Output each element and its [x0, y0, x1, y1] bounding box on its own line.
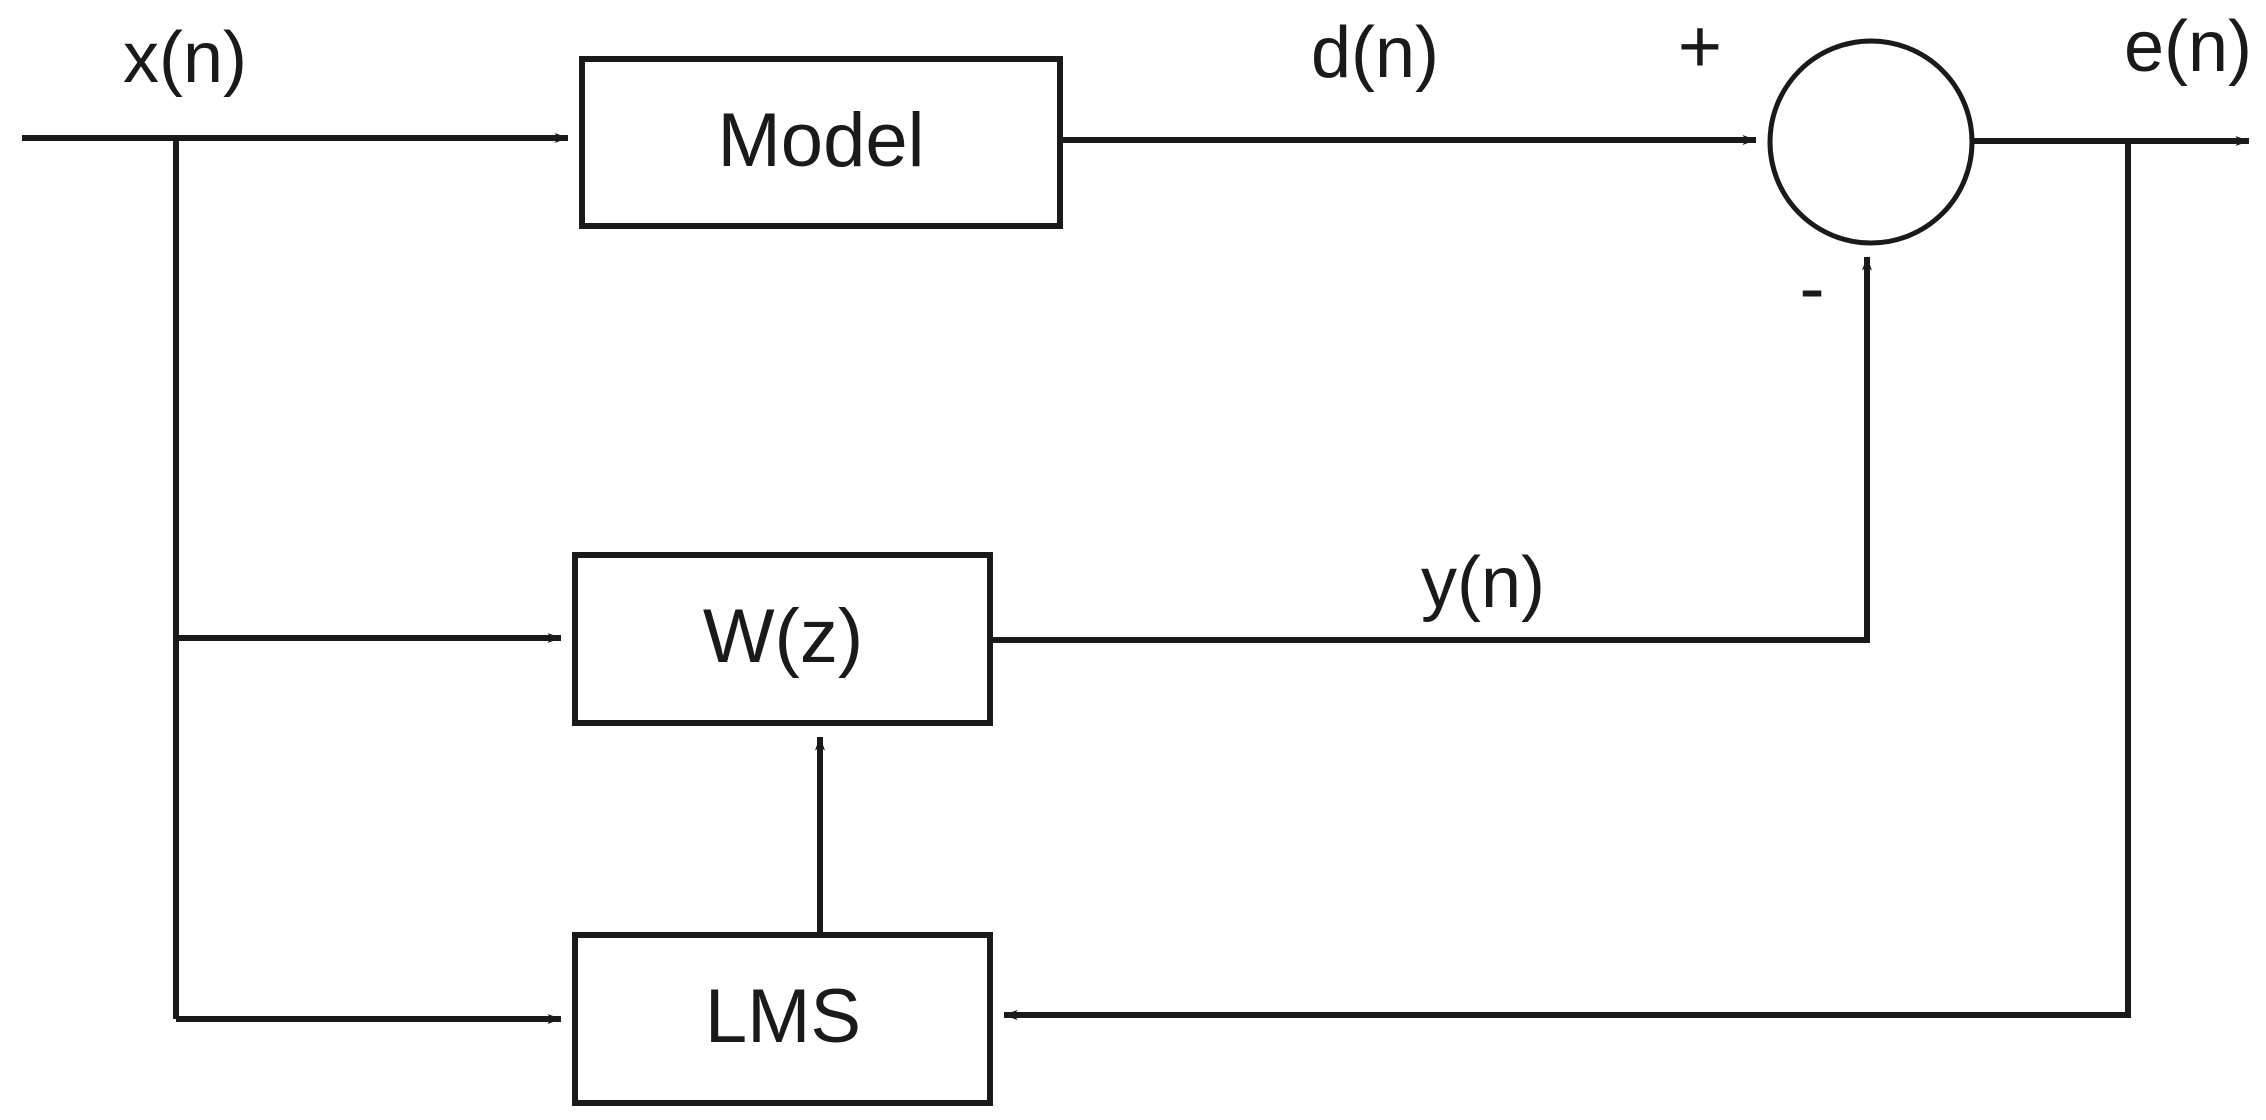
- summing-junction-circle[interactable]: [1767, 38, 1975, 246]
- signal-label-x: x(n): [123, 18, 247, 98]
- block-model-rect[interactable]: [579, 56, 1063, 229]
- summing-junction[interactable]: [1767, 38, 1975, 246]
- block-wz[interactable]: W(z): [572, 552, 993, 726]
- signal-label-d: d(n): [1311, 13, 1439, 93]
- signal-label-y: y(n): [1421, 543, 1545, 623]
- wire-e-feedback-to-lms: [1003, 141, 2131, 1020]
- plus-sign-label: +: [1678, 4, 1722, 89]
- block-lms[interactable]: LMS: [572, 932, 993, 1106]
- signal-label-e: e(n): [2124, 7, 2252, 87]
- block-lms-label: LMS: [705, 974, 861, 1059]
- block-model[interactable]: Model: [579, 56, 1063, 229]
- block-wz-label: W(z): [703, 594, 863, 679]
- block-wz-rect[interactable]: [572, 552, 993, 726]
- wire-y-to-sum: [990, 256, 1872, 643]
- block-model-label: Model: [718, 98, 925, 183]
- minus-sign-label: -: [1799, 246, 1824, 331]
- block-lms-rect[interactable]: [572, 932, 993, 1106]
